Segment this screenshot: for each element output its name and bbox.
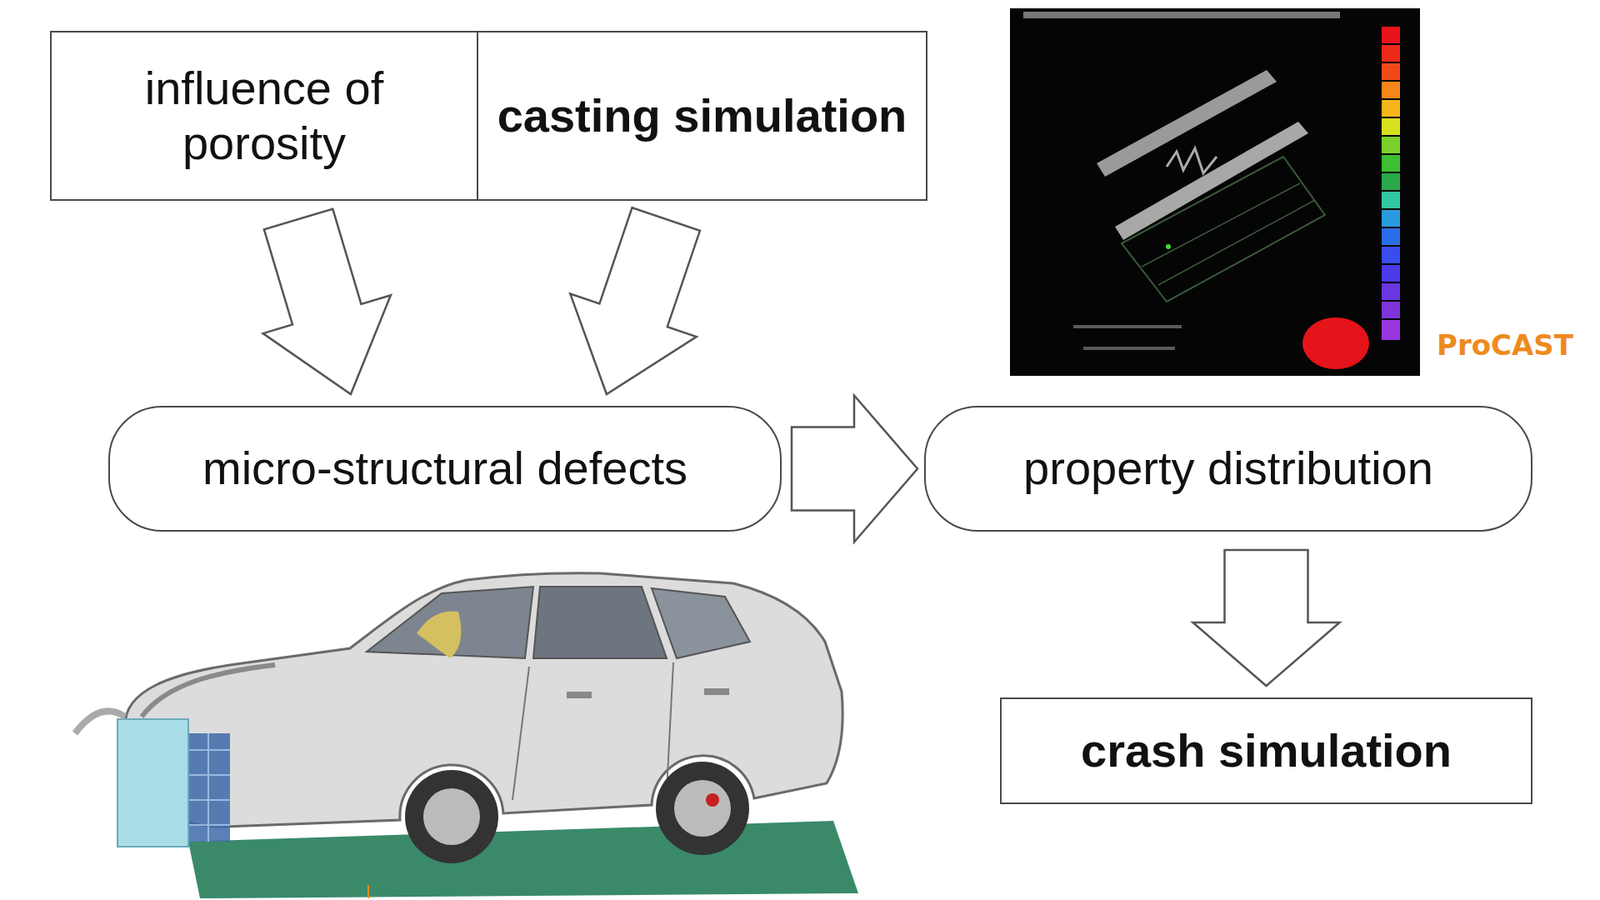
process-box: influence of porosity: [50, 30, 479, 201]
block-arrow: [263, 209, 391, 395]
block-arrow: [1193, 550, 1340, 686]
node-text: influence of porosity: [66, 60, 462, 171]
node-text: crash simulation: [1080, 723, 1452, 779]
casting-screenshot: [1010, 8, 1420, 376]
software-label: ProCAST: [1436, 328, 1574, 362]
rounded-box: micro-structural defects: [108, 405, 782, 532]
node-text: casting simulation: [497, 88, 908, 144]
node-text: property distribution: [1023, 440, 1434, 496]
rounded-box: property distribution: [924, 405, 1533, 532]
process-box: casting simulation: [476, 30, 928, 201]
node-text: micro-structural defects: [202, 440, 688, 496]
process-box: crash simulation: [1000, 697, 1533, 805]
car-crash-illustration: [75, 573, 859, 899]
block-arrow: [791, 395, 918, 543]
block-arrow: [570, 207, 700, 395]
